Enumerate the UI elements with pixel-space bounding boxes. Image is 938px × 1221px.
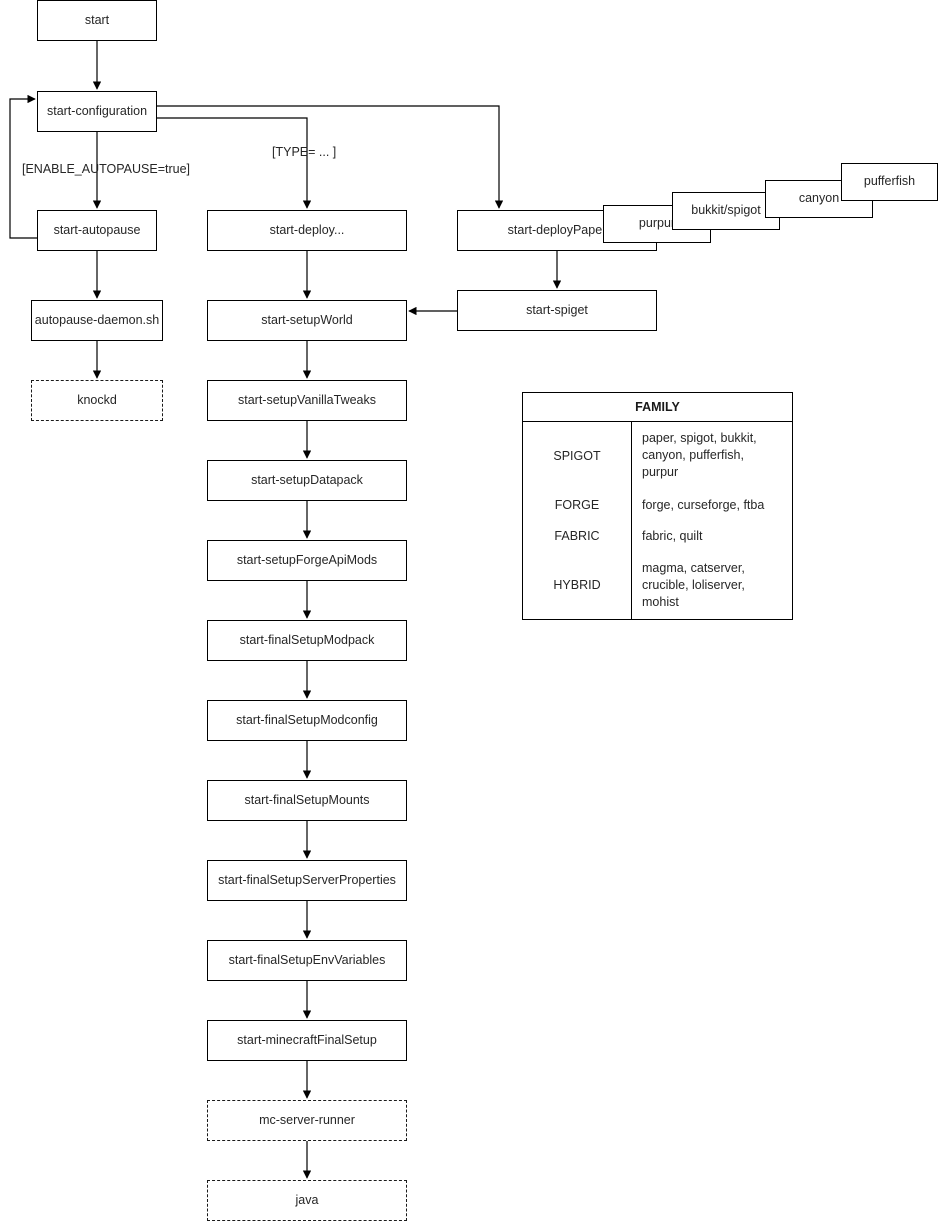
- node-java[interactable]: java: [207, 1180, 407, 1221]
- node-start-setupVanillaTweaks[interactable]: start-setupVanillaTweaks: [207, 380, 407, 421]
- node-mc-server-runner[interactable]: mc-server-runner: [207, 1100, 407, 1141]
- family-row-key: FORGE: [523, 489, 632, 521]
- node-start-finalSetupModpack[interactable]: start-finalSetupModpack: [207, 620, 407, 661]
- family-table-header-row: FAMILY: [523, 393, 792, 422]
- node-label: bukkit/spigot: [691, 203, 761, 218]
- node-label: start: [84, 12, 110, 27]
- family-table-head: FAMILY: [523, 393, 792, 422]
- node-label: start-setupVanillaTweaks: [237, 392, 377, 407]
- node-label: canyon: [798, 191, 840, 206]
- node-label: start-autopause: [53, 222, 141, 237]
- edge-label-type-label: [TYPE= ... ]: [272, 145, 337, 159]
- family-row-value: paper, spigot, bukkit, canyon, pufferfis…: [642, 431, 757, 480]
- node-pufferfish[interactable]: pufferfish: [841, 163, 938, 201]
- node-start-finalSetupEnvVariables[interactable]: start-finalSetupEnvVariables: [207, 940, 407, 981]
- node-start-spiget[interactable]: start-spiget: [457, 290, 657, 331]
- family-row-key: SPIGOT: [523, 421, 632, 490]
- node-start-minecraftFinalSetup[interactable]: start-minecraftFinalSetup: [207, 1020, 407, 1061]
- family-row-key: HYBRID: [523, 551, 632, 619]
- node-start-setupWorld[interactable]: start-setupWorld: [207, 300, 407, 341]
- family-row: FABRIC fabric, quilt: [523, 520, 792, 552]
- node-label: start-setupWorld: [261, 312, 353, 327]
- node-start-autopause[interactable]: start-autopause: [37, 210, 157, 251]
- node-label: start-spiget: [526, 302, 588, 317]
- node-start-setupDatapack[interactable]: start-setupDatapack: [207, 460, 407, 501]
- node-label: start-configuration: [46, 103, 148, 118]
- node-label: start-deployPaper: [507, 222, 607, 237]
- node-label: start-finalSetupMounts: [244, 792, 370, 807]
- node-start-setupForgeApiMods[interactable]: start-setupForgeApiMods: [207, 540, 407, 581]
- node-label: java: [295, 1192, 319, 1207]
- node-start-finalSetupServerProperties[interactable]: start-finalSetupServerProperties: [207, 860, 407, 901]
- node-label: start-finalSetupModconfig: [236, 712, 378, 727]
- family-row-key: FABRIC: [523, 520, 632, 552]
- node-label: purpur: [638, 216, 676, 231]
- family-row-value: forge, curseforge, ftba: [642, 497, 765, 512]
- node-label: start-deploy...: [269, 222, 345, 237]
- node-start-finalSetupModconfig[interactable]: start-finalSetupModconfig: [207, 700, 407, 741]
- node-label: pufferfish: [863, 174, 916, 189]
- node-label: start-minecraftFinalSetup: [237, 1032, 377, 1047]
- node-label: start-setupDatapack: [251, 472, 363, 487]
- node-start-configuration[interactable]: start-configuration: [37, 91, 157, 132]
- family-table-header-cell: FAMILY: [523, 393, 792, 422]
- family-row-value: fabric, quilt: [642, 528, 703, 543]
- node-label: autopause-daemon.sh: [34, 312, 160, 327]
- family-row-value: magma, catserver, crucible, loliserver, …: [642, 560, 745, 609]
- node-start-finalSetupMounts[interactable]: start-finalSetupMounts: [207, 780, 407, 821]
- node-label: start-finalSetupServerProperties: [218, 872, 396, 887]
- node-label: start-finalSetupEnvVariables: [228, 952, 386, 967]
- edge-label-enable-autopause: [ENABLE_AUTOPAUSE=true]: [22, 162, 191, 176]
- node-label: start-setupForgeApiMods: [236, 552, 378, 567]
- node-start[interactable]: start: [37, 0, 157, 41]
- node-label: knockd: [77, 392, 117, 407]
- node-autopause-daemon.sh[interactable]: autopause-daemon.sh: [31, 300, 163, 341]
- node-label: start-finalSetupModpack: [239, 632, 375, 647]
- node-start-deploy[interactable]: start-deploy...: [207, 210, 407, 251]
- node-bukkit-spigot[interactable]: bukkit/spigot: [672, 192, 780, 230]
- node-knockd[interactable]: knockd: [31, 380, 163, 421]
- node-label: mc-server-runner: [259, 1112, 355, 1127]
- family-row: FORGE forge, curseforge, ftba: [523, 489, 792, 521]
